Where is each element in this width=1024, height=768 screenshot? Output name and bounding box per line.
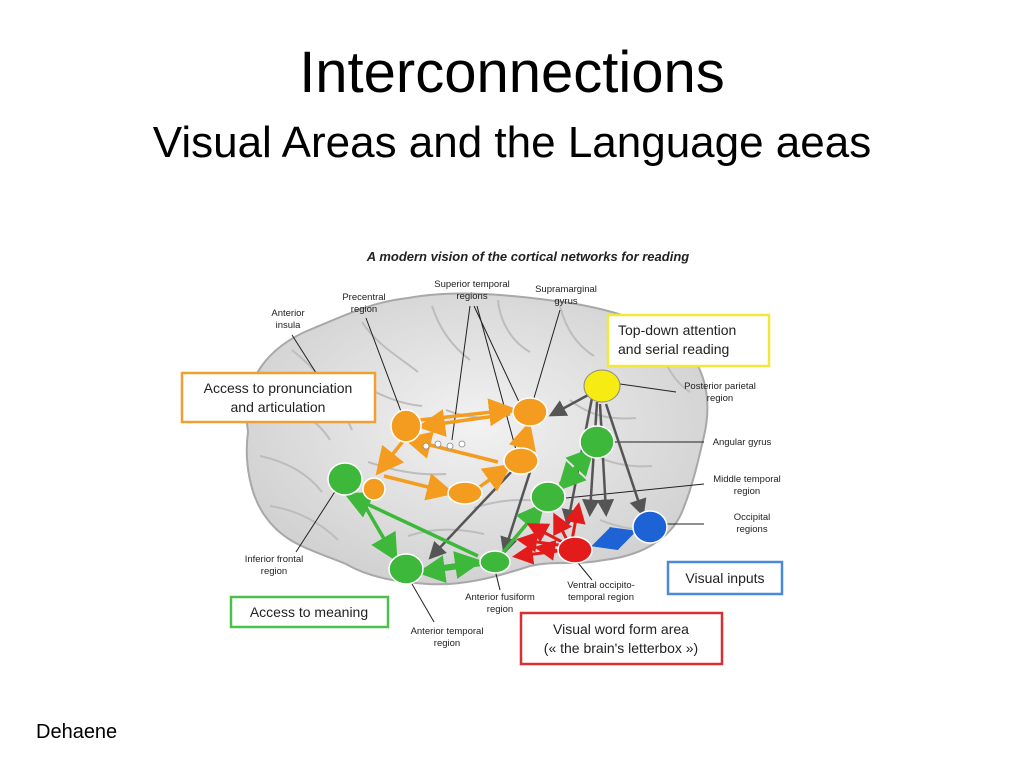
angular-gyrus-node [579, 425, 615, 459]
semantic-arrows [343, 446, 595, 584]
inferior-frontal-node [327, 462, 363, 496]
posterior-parietal-node [583, 369, 621, 403]
superior-temporal-node [503, 447, 539, 475]
anterior-superior-temporal-node [447, 481, 483, 505]
network-nodes [327, 369, 668, 585]
svg-text:Visual inputs: Visual inputs [685, 570, 764, 586]
box-access-to-meaning: Access to meaning [229, 595, 390, 629]
figure-heading: A modern vision of the cortical networks… [366, 249, 689, 264]
svg-text:Visual word form area(« the br: Visual word form area(« the brain's lett… [544, 621, 698, 656]
footer-credit: Dehaene [36, 721, 118, 743]
visual-input-arrow [591, 526, 637, 551]
anterior-temporal-node [388, 553, 424, 585]
label-ventral-occipito-temporal: Ventral occipito-temporal region [567, 580, 635, 603]
anterior-fusiform-node [479, 550, 511, 574]
box-visual-word-form-area: Visual word form area(« the brain's lett… [519, 611, 724, 666]
middle-temporal-node [530, 481, 566, 513]
slide-subtitle: Visual Areas and the Language aeas [152, 118, 872, 167]
svg-text:Access to meaning: Access to meaning [250, 604, 368, 620]
precentral-node [390, 409, 422, 443]
supramarginal-node [512, 397, 548, 427]
occipital-node [632, 510, 668, 544]
label-angular-gyrus: Angular gyrus [713, 437, 772, 448]
anterior-insula-node [362, 477, 386, 501]
box-visual-inputs: Visual inputs [666, 560, 784, 596]
vwfa-node [557, 536, 593, 564]
slide-title: Interconnections [299, 40, 725, 105]
phonological-arrows [375, 398, 536, 501]
decorative-glyph-cluster [422, 440, 466, 450]
